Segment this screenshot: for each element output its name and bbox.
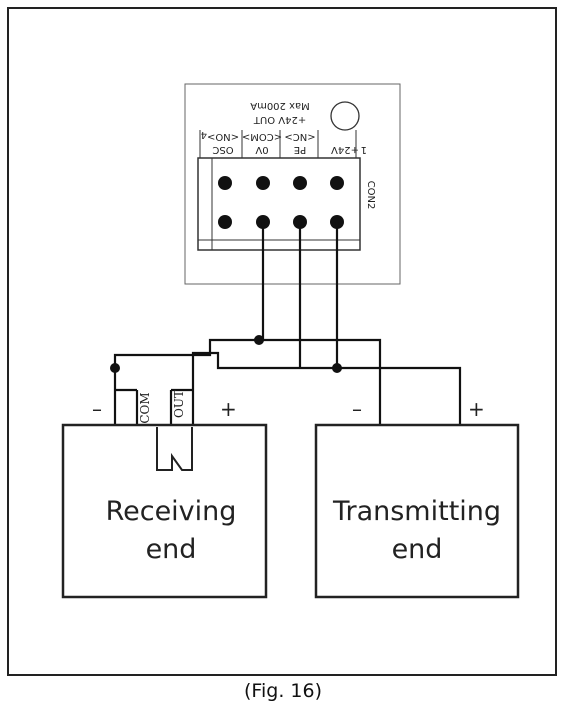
receiving-end-label-line1: Receiving [106, 496, 237, 527]
output-note-line2: Max 200mA [250, 100, 310, 111]
junction-dot-receiver [110, 363, 120, 373]
terminal-label-3-bottom: <COM> [242, 131, 282, 142]
receiving-end-label-line2: end [146, 534, 197, 565]
figure-caption: (Fig. 16) [244, 680, 322, 702]
terminal-label-3-top: 0V [255, 144, 268, 155]
receiving-plus-sign: + [220, 397, 237, 421]
terminal-label-2-top: PE [294, 144, 306, 155]
junction-dot-24v [332, 363, 342, 373]
relay-contact-symbol [156, 427, 193, 471]
terminal-label-2-bottom: <NC> [284, 131, 315, 142]
junction-dot-0v [254, 335, 264, 345]
output-note-line1: +24V OUT [253, 114, 306, 125]
terminal-label-4-bottom: <NO> [207, 131, 239, 142]
capacitor-circle [330, 101, 360, 131]
connector-name: CON2 [365, 181, 376, 210]
transmitting-end-label-line1: Transmitting [332, 496, 501, 527]
figure-frame [7, 7, 557, 676]
out-label: OUT [172, 390, 186, 418]
receiving-end-box: Receiving end – + COM OUT [61, 390, 268, 599]
terminal-block [197, 157, 361, 251]
transmitting-plus-sign: + [468, 397, 485, 421]
terminal-label-1-top: +24V [331, 144, 359, 155]
module-board: +24V OUT Max 200mA 4 1 +24V PE <NC> 0V <… [184, 83, 401, 285]
pin-one-marker: 1 [361, 144, 367, 155]
receiving-minus-sign: – [92, 397, 102, 421]
transmitting-end-box: Transmitting end – + [314, 397, 520, 599]
pin-four-marker: 4 [201, 129, 207, 140]
transmitting-minus-sign: – [352, 397, 362, 421]
com-label: COM [138, 392, 152, 423]
transmitting-end-label-line2: end [392, 534, 443, 565]
terminal-label-4-top: OSC [212, 144, 233, 155]
